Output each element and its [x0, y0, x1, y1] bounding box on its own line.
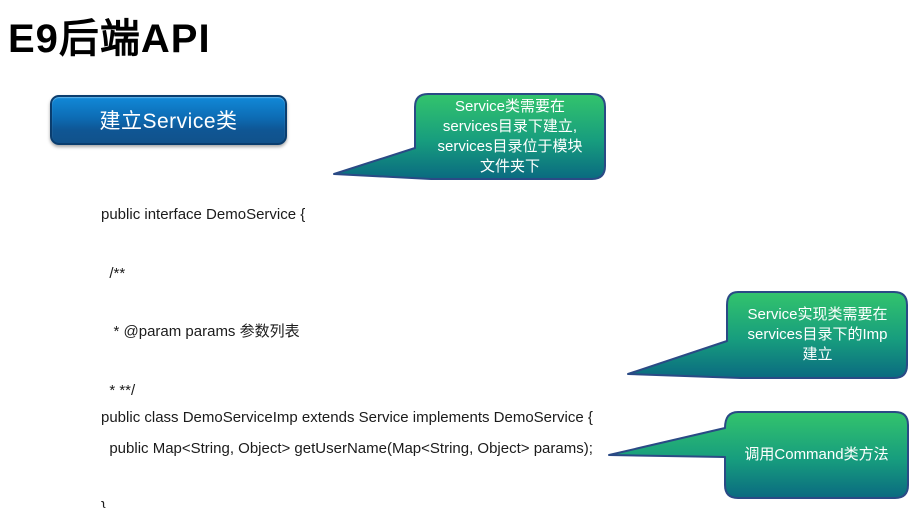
speech-bubble-shape: [627, 291, 908, 379]
code-line: }: [101, 498, 107, 508]
callout-line: 调用Command类方法: [744, 446, 889, 463]
callout-command-call: 调用Command类方法: [598, 410, 910, 500]
page-title: E9后端API: [8, 17, 211, 61]
speech-bubble-shape: [608, 411, 909, 499]
callout-text: Service实现类需要在 services目录下的Imp 建立: [727, 292, 908, 378]
create-service-button[interactable]: 建立Service类: [50, 95, 287, 145]
code-line: [101, 467, 606, 487]
code-line: * **/: [101, 381, 136, 399]
callout-line: services目录下建立,: [442, 117, 578, 135]
callout-line: 建立: [802, 346, 833, 363]
callout-text: 调用Command类方法: [725, 412, 908, 498]
code-line: public Map<String, Object> getUserName(M…: [101, 440, 593, 457]
callout-line: services目录下的Imp: [747, 326, 888, 343]
callout-line: 文件夹下: [479, 157, 540, 175]
code-line: public class DemoServiceImp extends Serv…: [101, 409, 593, 426]
callout-line: Service实现类需要在: [747, 306, 888, 323]
create-service-button-label: 建立Service类: [99, 110, 238, 133]
code-line: * @param params 参数列表: [101, 323, 300, 340]
code-block-interface: public interface DemoService { /** * @pa…: [101, 166, 593, 508]
callout-text: Service类需要在 services目录下建立, services目录位于模…: [417, 94, 603, 179]
callout-service-location: Service类需要在 services目录下建立, services目录位于模…: [331, 91, 609, 185]
callout-impl-location: Service实现类需要在 services目录下的Imp 建立: [606, 290, 910, 384]
code-block-implementation: public class DemoServiceImp extends Serv…: [101, 369, 606, 508]
code-line: public interface DemoService {: [101, 206, 306, 223]
callout-line: services目录位于模块: [437, 137, 583, 155]
callout-line: Service类需要在: [454, 97, 566, 115]
code-line: /**: [101, 264, 126, 282]
speech-bubble-shape: [333, 93, 606, 180]
